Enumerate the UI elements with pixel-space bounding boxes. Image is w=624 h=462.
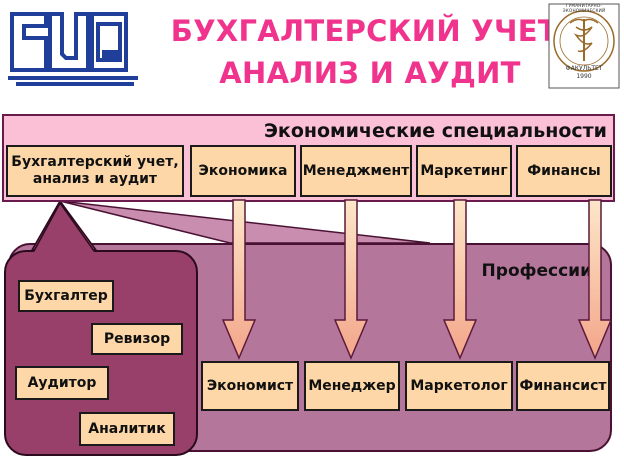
specialty-finance: Финансы	[516, 145, 612, 197]
professions-header: Профессии	[481, 261, 592, 281]
emblem-arc-text: ГУМАНИТАРНО-ЭКОНОМИЧЕСКИЙ	[562, 3, 606, 13]
emblem-year: 1990	[576, 73, 592, 80]
arrow-economics	[221, 199, 257, 360]
faculty-emblem: ГУМАНИТАРНО-ЭКОНОМИЧЕСКИЙ ФАКУЛЬТЕТ 1990	[548, 3, 620, 89]
logo-buzat	[6, 8, 144, 88]
specialty-accounting: Бухгалтерский учет, анализ и аудит	[6, 145, 184, 197]
specialty-economics: Экономика	[190, 145, 296, 197]
profession-financier: Финансист	[516, 361, 610, 411]
arrow-management	[333, 199, 369, 360]
arrow-finance	[577, 199, 613, 360]
title-line-2: АНАЛИЗ И АУДИТ	[219, 56, 521, 90]
title-line-1: БУХГАЛТЕРСКИЙ УЧЕТ,	[170, 14, 570, 48]
profession-marketer: Маркетолог	[405, 361, 513, 411]
profession-economist: Экономист	[201, 361, 299, 411]
role-auditor-revisor: Ревизор	[91, 323, 183, 355]
specialties-header: Экономические специальности	[263, 120, 607, 142]
role-accountant: Бухгалтер	[18, 280, 114, 312]
specialty-management: Менеджмент	[300, 145, 412, 197]
role-auditor: Аудитор	[15, 366, 109, 400]
profession-manager: Менеджер	[304, 361, 400, 411]
arrow-marketing	[442, 199, 478, 360]
role-analyst: Аналитик	[79, 412, 175, 446]
specialty-marketing: Маркетинг	[416, 145, 512, 197]
emblem-faculty: ФАКУЛЬТЕТ	[565, 65, 603, 72]
